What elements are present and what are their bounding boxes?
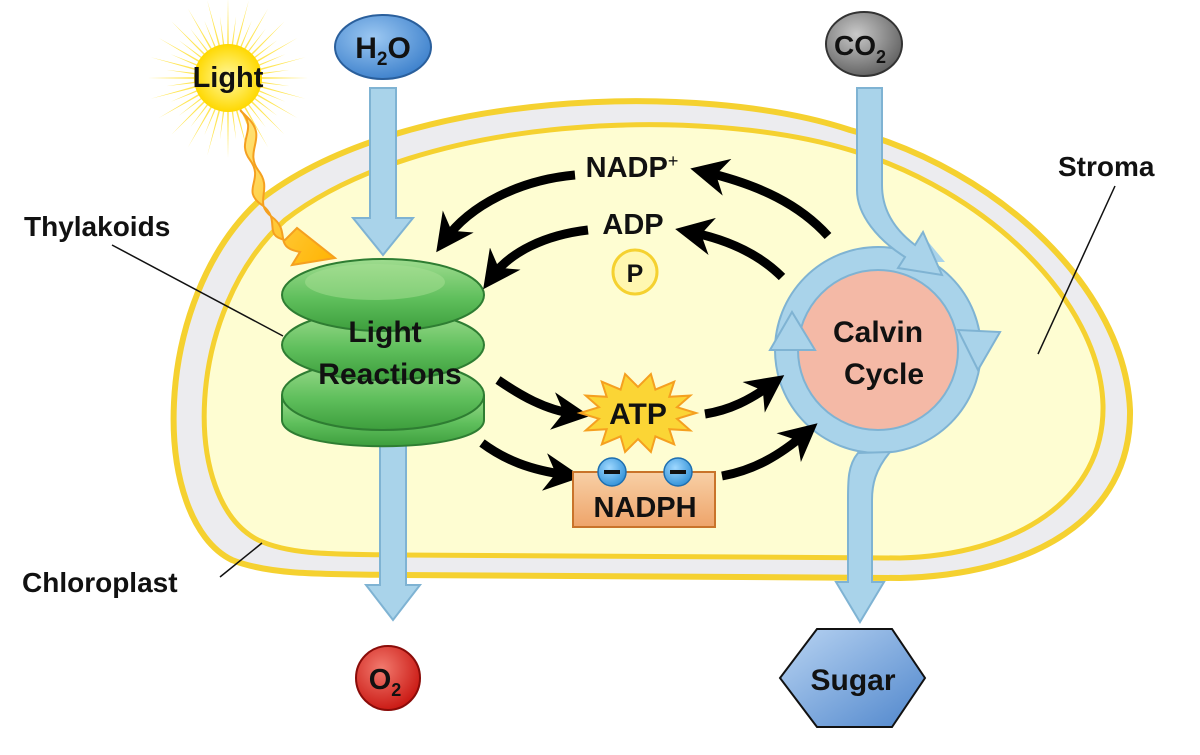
nadph-to-calvin-arrow (721, 423, 818, 481)
phosphate-badge: P (611, 248, 659, 296)
light-to-nadph-arrow (479, 439, 582, 491)
light-label: Light (193, 62, 264, 94)
chloroplast-label: Chloroplast (22, 567, 178, 598)
flow-arrows (436, 158, 832, 491)
calvin-label-line1: Calvin (833, 316, 923, 349)
calvin-to-nadp-arrow (690, 158, 832, 240)
stroma-leader-line (1037, 185, 1116, 355)
svg-text:Sugar: Sugar (810, 664, 895, 697)
o2-outflow-arrow (363, 439, 423, 622)
cycle-arrowhead-right (956, 328, 1002, 373)
calvin-cycle: Calvin Cycle (768, 232, 1002, 454)
nadp-plus-label: NADP+ (586, 151, 679, 184)
light-reactions-label-line2: Reactions (318, 358, 461, 391)
light-wave-arrow (239, 109, 338, 267)
calvin-label-line2: Cycle (844, 358, 924, 391)
h2o-inflow-arrow (350, 87, 416, 257)
svg-text:H2O: H2O (355, 32, 411, 70)
stroma-label: Stroma (1058, 151, 1155, 182)
light-sun-icon (148, 0, 308, 158)
sugar-molecule: Sugar (778, 628, 927, 728)
co2-molecule: CO2 (825, 11, 903, 77)
nadph-box: NADPH (572, 457, 716, 528)
thylakoids-label: Thylakoids (24, 211, 170, 242)
svg-text:CO2: CO2 (834, 30, 886, 67)
svg-text:ATP: ATP (609, 398, 667, 431)
electron-icon (597, 457, 627, 487)
cycle-arrowhead-left (768, 310, 817, 351)
thylakoid-stack: Light Reactions (281, 258, 485, 448)
sugar-outflow-arrow (834, 450, 893, 624)
svg-text:NADPH: NADPH (593, 492, 696, 524)
atp-burst: ATP (576, 372, 700, 454)
adp-label: ADP (602, 209, 663, 241)
co2-inflow-arrow (856, 87, 944, 277)
adp-to-light-arrow (483, 225, 589, 290)
svg-text:O2: O2 (369, 664, 402, 700)
calvin-to-adp-arrow (675, 217, 786, 281)
svg-text:P: P (627, 260, 644, 288)
thylakoids-leader-line (111, 244, 284, 337)
light-to-atp-arrow (495, 376, 590, 430)
h2o-molecule: H2O (334, 14, 432, 80)
chloroplast-leader-line (219, 542, 263, 578)
atp-to-calvin-arrow (704, 375, 785, 419)
electron-icon (663, 457, 693, 487)
light-reactions-label-line1: Light (348, 316, 421, 349)
sun-core (194, 44, 262, 112)
nadp-to-light-arrow (436, 170, 576, 253)
o2-molecule: O2 (355, 645, 421, 711)
